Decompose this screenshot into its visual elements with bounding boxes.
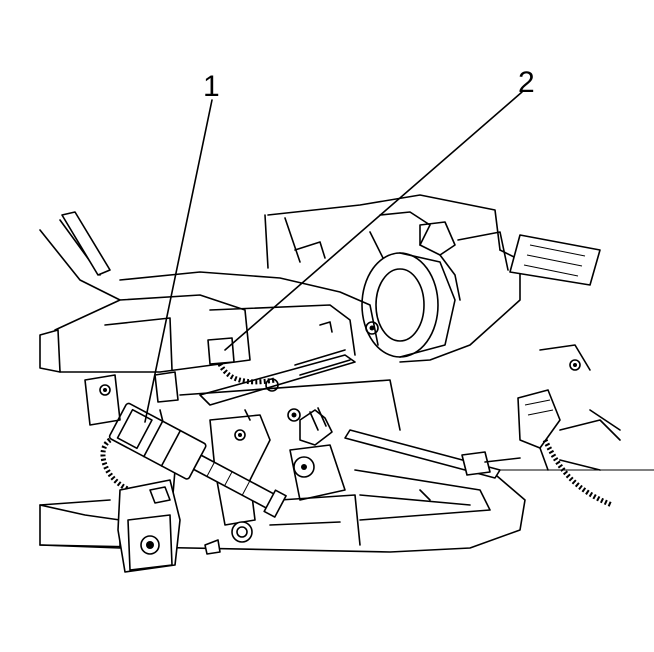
callout-2: 2 (224, 66, 535, 351)
blower-motor (361, 252, 456, 358)
right-harness (517, 344, 621, 508)
callout-label-2: 2 (518, 66, 535, 99)
bracket-top-right (509, 234, 601, 286)
leader-line-1 (144, 99, 213, 423)
dash-housing (264, 194, 521, 363)
lock-actuator (100, 402, 287, 518)
steering-column (39, 211, 379, 373)
connector-2 (199, 337, 356, 406)
callout-label-1: 1 (203, 70, 220, 103)
linkage-rods (299, 407, 521, 521)
lower-left-bracket (84, 371, 181, 573)
callout-1: 1 (144, 70, 220, 423)
leader-line-2 (224, 91, 523, 351)
